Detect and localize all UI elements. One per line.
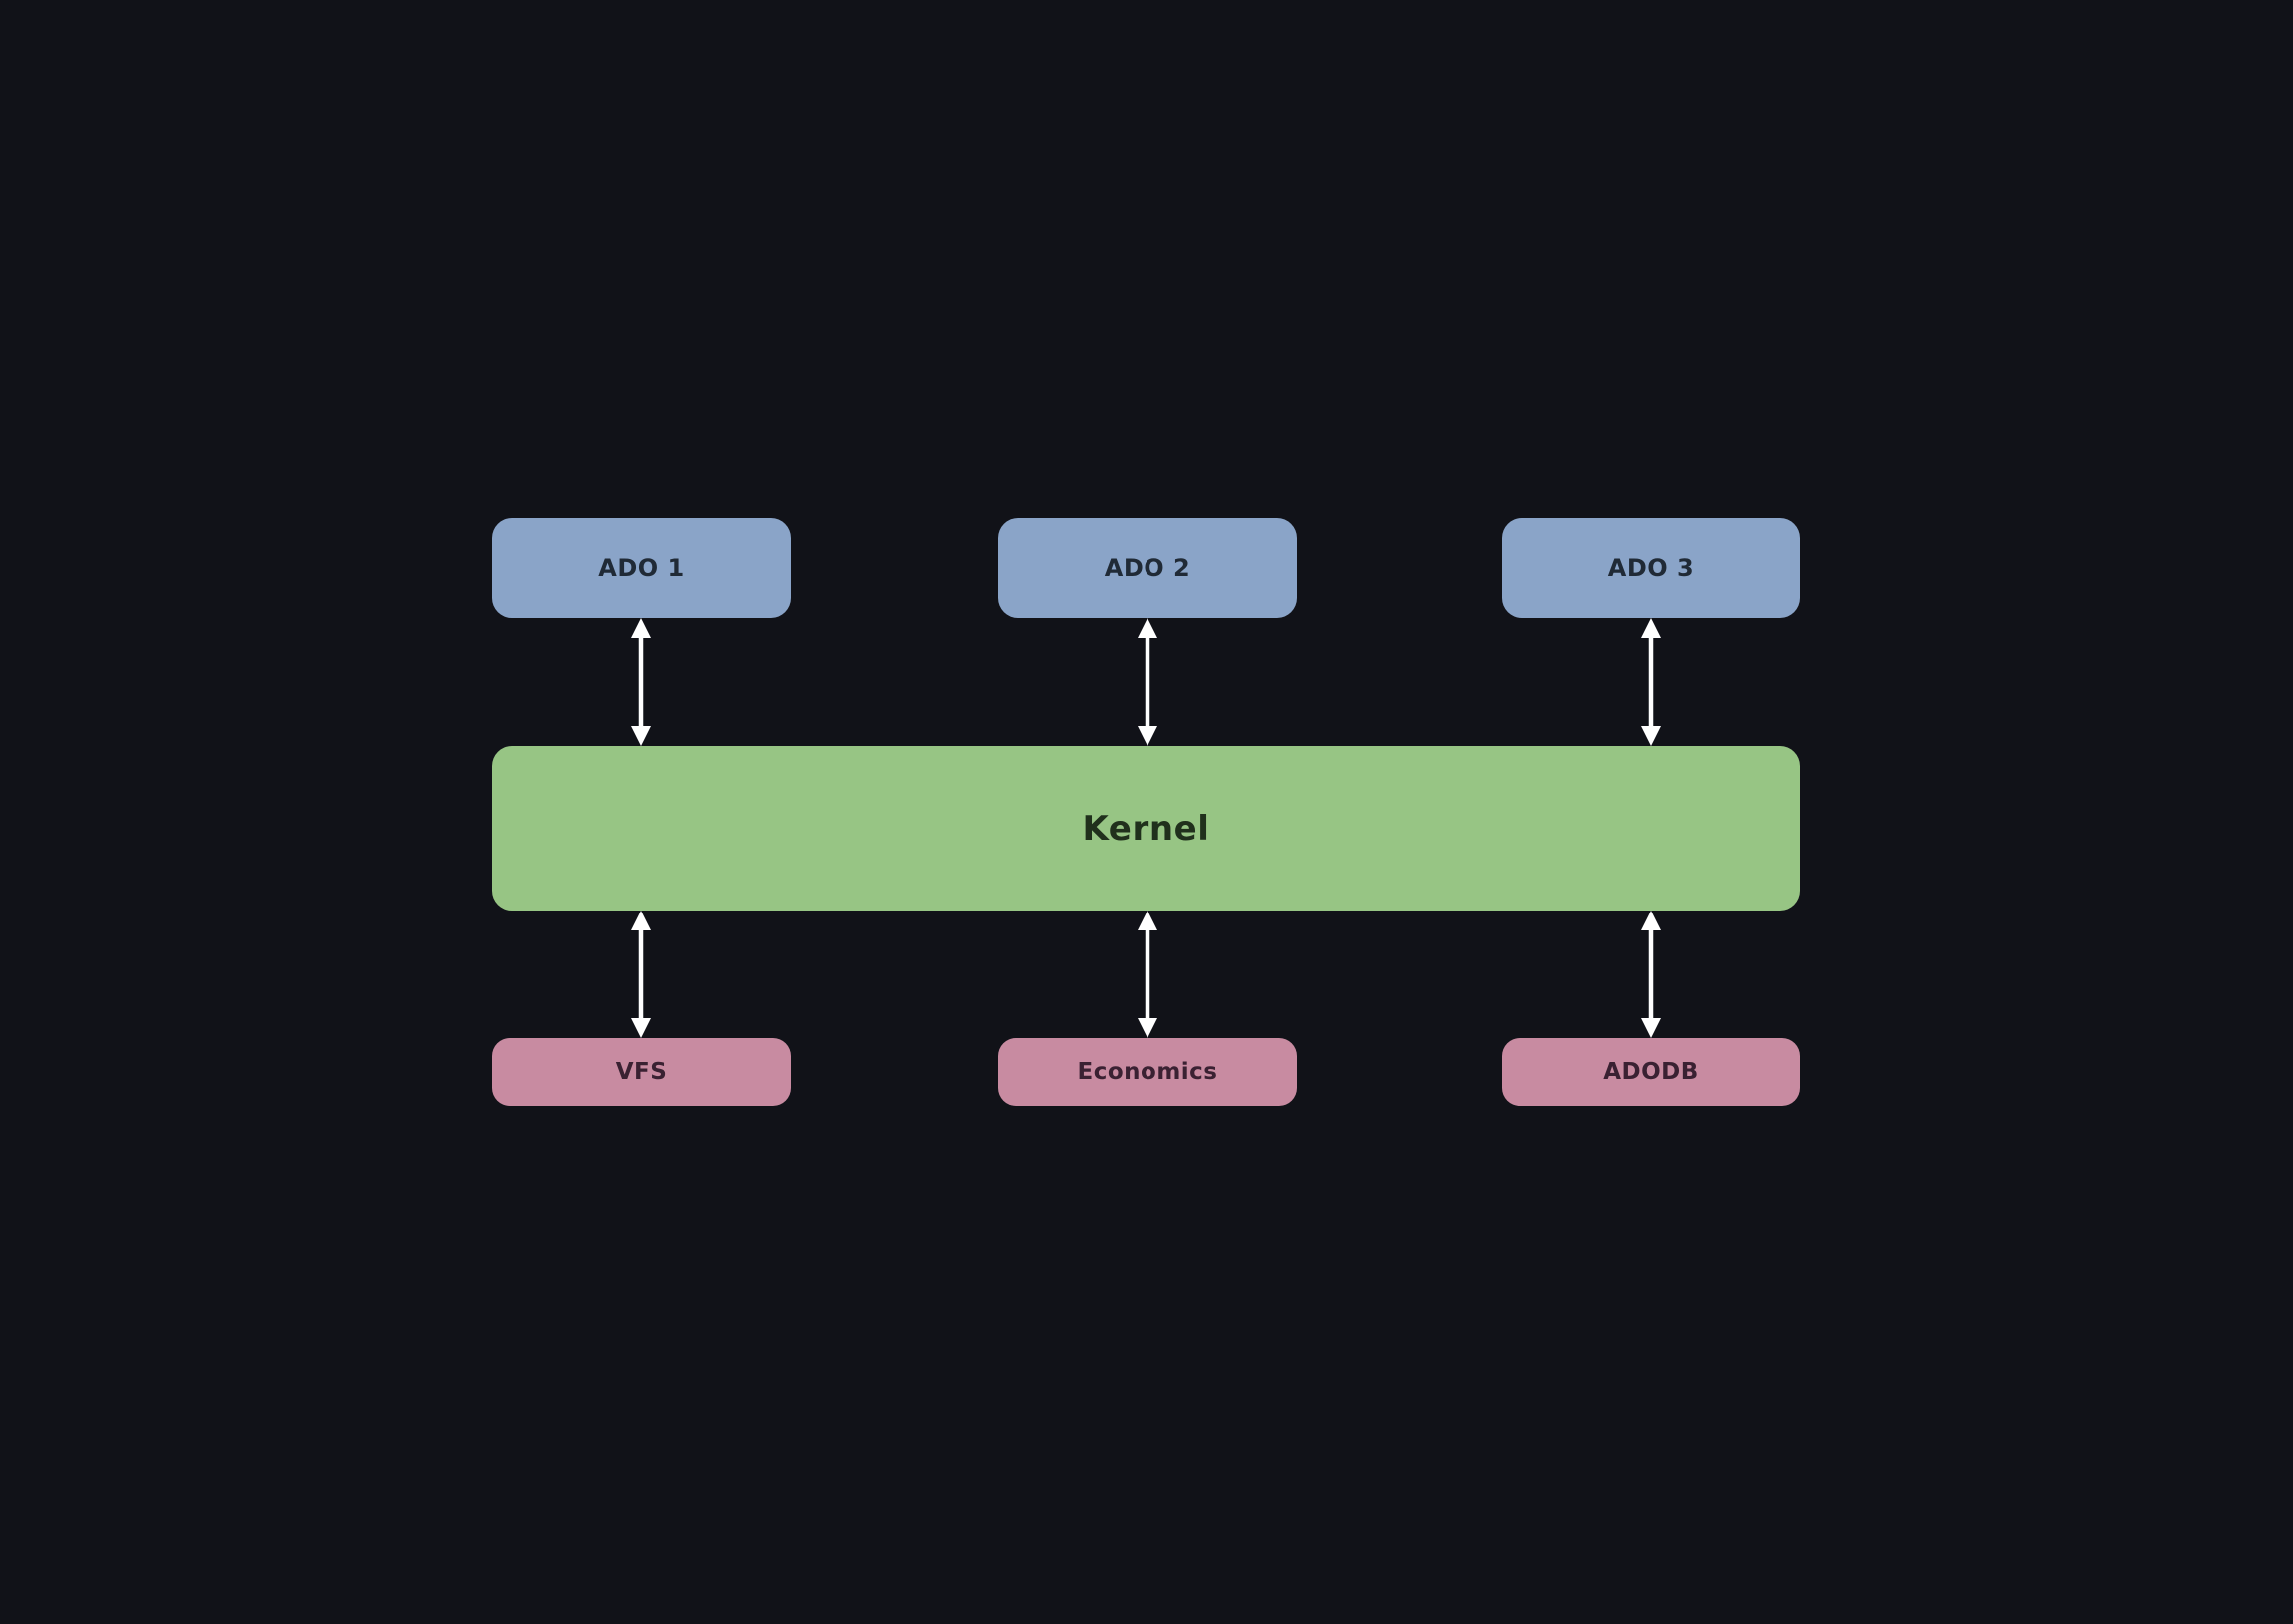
- node-ado1: ADO 1: [492, 518, 791, 618]
- node-ado3-label: ADO 3: [1607, 554, 1695, 582]
- double-arrow-kernel-vfs-icon: [631, 911, 651, 1038]
- node-ado3: ADO 3: [1502, 518, 1800, 618]
- node-ado2-label: ADO 2: [1104, 554, 1191, 582]
- node-ado2: ADO 2: [998, 518, 1297, 618]
- node-economics-label: Economics: [1077, 1059, 1218, 1085]
- double-arrow-ado3-kernel-icon: [1641, 618, 1661, 746]
- double-arrow-kernel-economics-icon: [1138, 911, 1157, 1038]
- double-arrow-ado2-kernel-icon: [1138, 618, 1157, 746]
- node-ado1-label: ADO 1: [598, 554, 685, 582]
- node-vfs: VFS: [492, 1038, 791, 1106]
- node-kernel: Kernel: [492, 746, 1800, 911]
- node-adodb: ADODB: [1502, 1038, 1800, 1106]
- node-kernel-label: Kernel: [1082, 808, 1210, 849]
- node-economics: Economics: [998, 1038, 1297, 1106]
- double-arrow-kernel-adodb-icon: [1641, 911, 1661, 1038]
- node-vfs-label: VFS: [615, 1059, 668, 1085]
- double-arrow-ado1-kernel-icon: [631, 618, 651, 746]
- node-adodb-label: ADODB: [1603, 1059, 1699, 1085]
